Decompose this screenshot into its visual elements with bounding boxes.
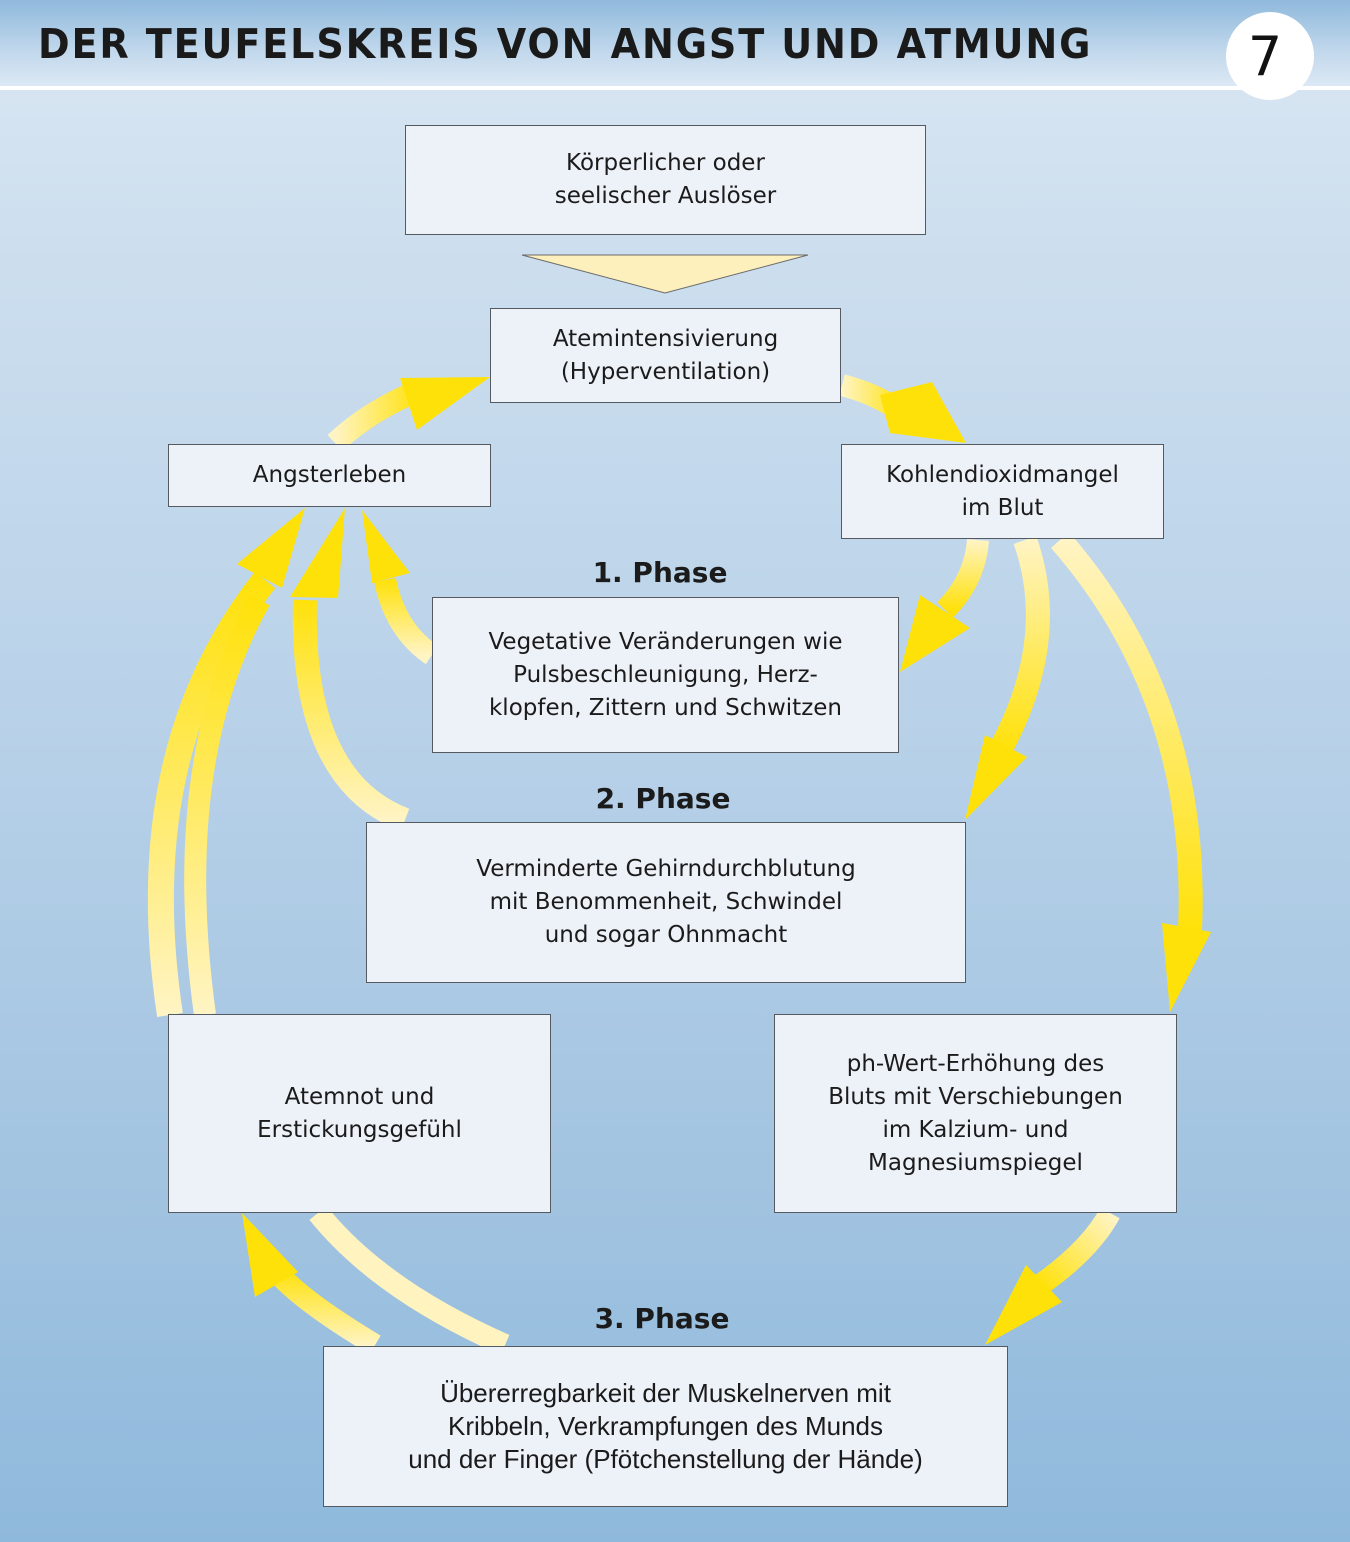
node-phase3: Übererregbarkeit der Muskelnerven mit Kr… (323, 1346, 1008, 1507)
node-breathlessness: Atemnot und Erstickungsgefühl (168, 1014, 551, 1213)
phase1-label: 1. Phase (592, 556, 728, 589)
page-number: 7 (1247, 24, 1283, 88)
node-co2-deficit: Kohlendioxidmangel im Blut (841, 444, 1164, 539)
arrow-breathlessness-to-anxiety (147, 508, 305, 1017)
arrow-phase1-to-anxiety (362, 510, 439, 665)
node-phase1: Vegetative Veränderungen wie Pulsbeschle… (432, 597, 899, 753)
phase3-label: 3. Phase (594, 1302, 730, 1335)
arrow-co2-to-phase2 (965, 536, 1050, 820)
arrow-anxiety-to-hyperventilation (327, 377, 490, 452)
node-anxiety: Angsterleben (168, 444, 491, 507)
arrow-co2-to-phase1 (900, 538, 989, 672)
arrow-phase3-to-anxiety-band (309, 1206, 510, 1356)
header-divider (0, 86, 1350, 90)
arrow-phase2-to-anxiety (290, 508, 410, 832)
node-ph-increase: ph-Wert-Erhöhung des Bluts mit Verschieb… (774, 1014, 1177, 1213)
page-title: DER TEUFELSKREIS VON ANGST UND ATMUNG (38, 20, 1093, 68)
arrow-co2-to-ph (1050, 532, 1211, 1012)
page-number-badge: 7 (1226, 12, 1314, 100)
node-hyperventilation: Atemintensivierung (Hyperventilation) (490, 308, 841, 403)
arrow-hyperventilation-to-co2 (839, 374, 966, 443)
node-trigger: Körperlicher oder seelischer Auslöser (405, 125, 926, 235)
arrow-trigger-to-hyperventilation (521, 254, 809, 294)
phase2-label: 2. Phase (595, 782, 731, 815)
header-band (0, 0, 1350, 86)
node-phase2: Verminderte Gehirndurchblutung mit Benom… (366, 822, 966, 983)
arrow-ph-to-phase3 (985, 1207, 1120, 1345)
arrow-phase3-to-breathlessness (242, 1213, 381, 1355)
